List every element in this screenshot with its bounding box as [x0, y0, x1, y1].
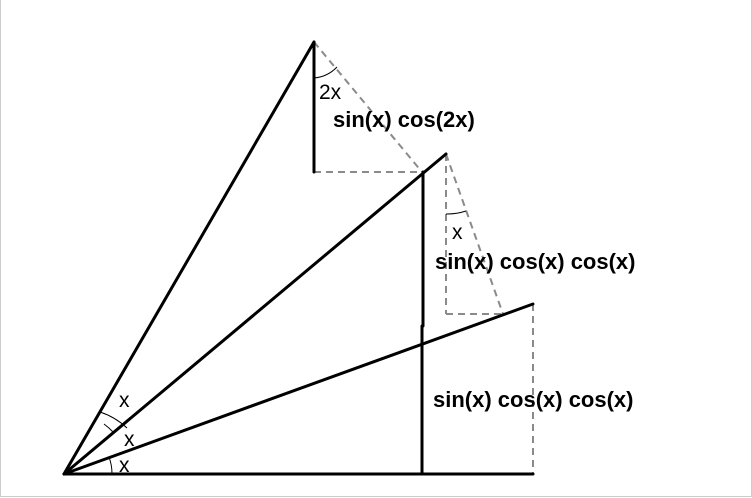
angle-label-middle: x: [124, 428, 135, 451]
angle-arc-top-apex: [313, 66, 338, 79]
angle-arc-top: [99, 411, 128, 429]
ray-top: [62, 40, 316, 476]
segment-label-top: sin(x) cos(2x): [333, 107, 475, 132]
angle-arc-middle: [103, 423, 114, 433]
segment-label-middle: sin(x) cos(x) cos(x): [435, 249, 636, 274]
ray-middle: [62, 152, 448, 476]
angle-arc-middle-apex: [445, 210, 467, 215]
dashed-hypotenuse-top: [313, 41, 423, 173]
angle-label-bottom: x: [119, 454, 130, 477]
ray-bottom: [62, 302, 535, 476]
angle-label-top-apex: 2x: [319, 81, 342, 104]
segment-label-bottom: sin(x) cos(x) cos(x): [433, 387, 634, 412]
dashed-hypotenuse-middle: [445, 153, 504, 315]
angle-label-top: x: [119, 389, 130, 412]
angle-label-middle-apex: x: [452, 221, 463, 244]
angle-arc-bottom: [108, 456, 113, 475]
